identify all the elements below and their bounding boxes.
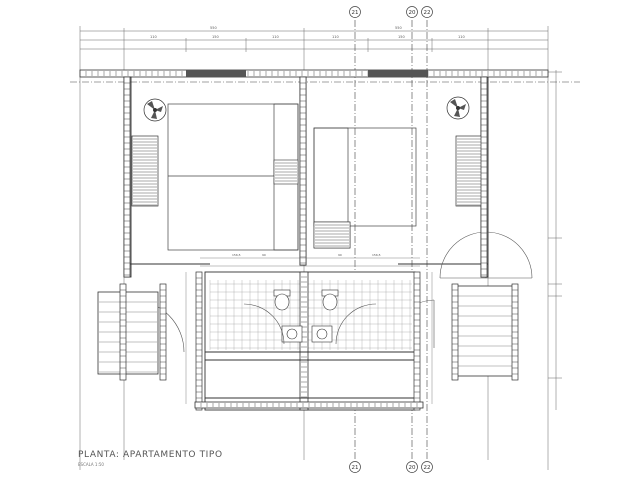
block-wall-strips [119,76,519,411]
bathroom-dimension-texts: 156,5 90 90 156,5 [232,253,381,257]
svg-text:22: 22 [424,465,431,471]
ceiling-fan-icon [143,98,167,122]
grid-bubble-bottom-21: 21 [349,461,361,473]
svg-text:110: 110 [458,35,465,39]
svg-text:550: 550 [210,26,217,30]
svg-text:20: 20 [409,10,416,16]
headboard-hatch-right [313,221,351,249]
svg-text:550: 550 [395,26,402,30]
wardrobe-right [455,135,483,207]
svg-text:90: 90 [262,253,266,257]
headboard-hatch-left [273,159,299,185]
toilet-icon [273,289,291,311]
svg-text:20: 20 [409,465,416,471]
svg-text:110: 110 [332,35,339,39]
grid-bubble-bottom-20: 20 [406,461,418,473]
svg-text:110: 110 [272,35,279,39]
svg-text:90: 90 [338,253,342,257]
grid-bubble-top-22: 22 [421,6,433,18]
closet-right [455,285,517,377]
toilet-icon [321,289,339,311]
svg-text:110: 110 [150,35,157,39]
wardrobe-left [131,135,159,207]
svg-text:21: 21 [352,10,359,16]
door-swing-icon [243,303,377,345]
corridor-wall [194,401,424,409]
ceiling-fan-icon [446,96,470,120]
sink-icon [311,325,333,343]
bathroom-block [204,271,416,411]
grid-bubble-top-20: 20 [406,6,418,18]
sink-icon [281,325,303,343]
drawing-title: PLANTA: APARTAMENTO TIPO [78,450,223,460]
svg-text:150: 150 [212,35,219,39]
top-dimension-texts: 550 550 110 150 110 110 150 110 [150,26,465,39]
grid-bubble-top-21: 21 [349,6,361,18]
svg-text:21: 21 [352,465,359,471]
svg-text:156,5: 156,5 [372,253,381,257]
exterior-wall-top [79,69,549,78]
grid-bubble-bottom-22: 22 [421,461,433,473]
svg-text:150: 150 [398,35,405,39]
right-dimension-chain [548,70,562,410]
scale-note: ESCALA 1:50 [78,462,104,467]
svg-text:156,5: 156,5 [232,253,241,257]
bathroom-dimension-chain [185,257,433,404]
closet-left [97,291,159,375]
svg-text:22: 22 [424,10,431,16]
